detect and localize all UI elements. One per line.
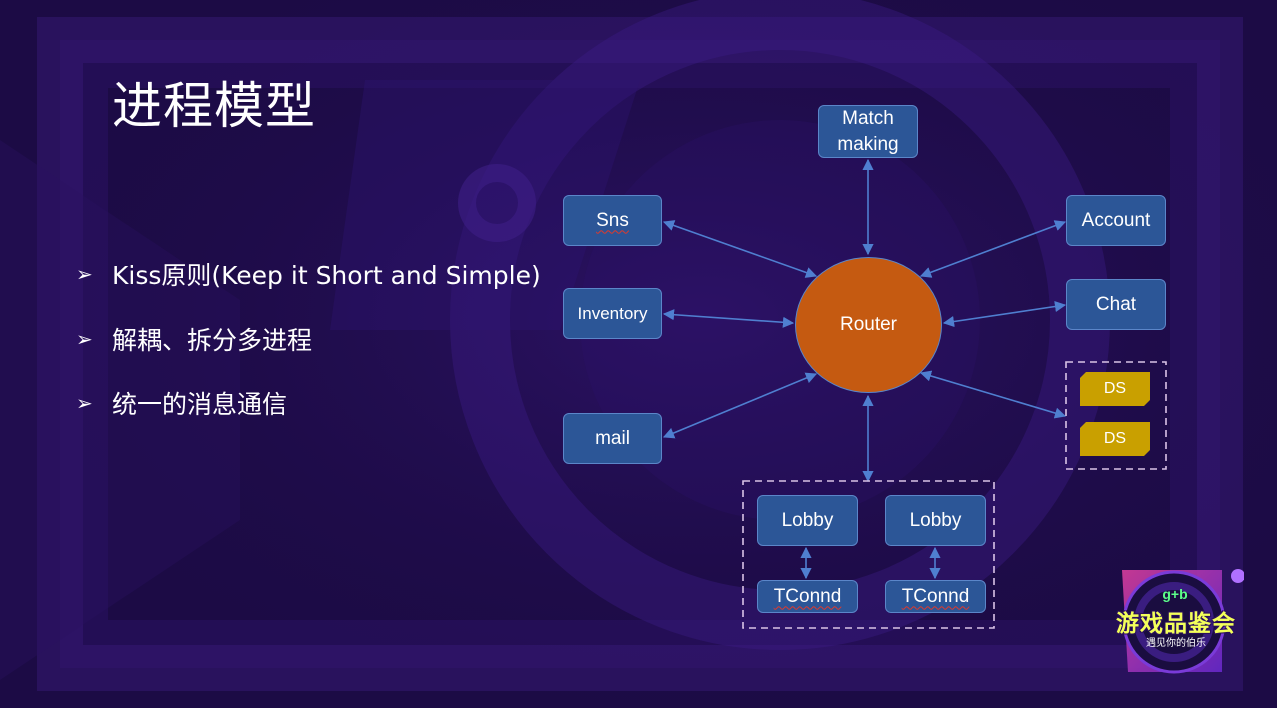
node-chat[interactable]: Chat <box>1066 279 1166 330</box>
bullet-list: ➢ Kiss原则(Keep it Short and Simple) ➢ 解耦、… <box>76 256 541 450</box>
arrow-bullet-icon: ➢ <box>76 262 93 286</box>
bullet-text: 统一的消息通信 <box>112 390 288 419</box>
node-tconnd[interactable]: TConnd <box>885 580 986 613</box>
edge-sns-router <box>662 220 818 278</box>
node-mail[interactable]: mail <box>563 413 662 464</box>
logo-tagline: 遇见你的伯乐 <box>1146 638 1206 649</box>
arrow-bullet-icon: ➢ <box>76 326 93 351</box>
node-account[interactable]: Account <box>1066 195 1166 246</box>
edge-chat-router <box>942 300 1067 328</box>
lobby-group-border <box>742 480 995 629</box>
node-ds[interactable]: DS <box>1080 422 1150 456</box>
bullet-item: ➢ 解耦、拆分多进程 <box>76 321 541 357</box>
bullet-item: ➢ 统一的消息通信 <box>76 385 541 421</box>
logo-title: 游戏品鉴会 <box>1116 611 1236 637</box>
node-sns[interactable]: Sns <box>563 195 662 246</box>
bullet-text: Kiss原则(Keep it Short and Simple) <box>112 261 541 290</box>
edge-mail-router <box>662 372 818 439</box>
edge-inventory-router <box>662 309 795 328</box>
bullet-item: ➢ Kiss原则(Keep it Short and Simple) <box>76 256 541 292</box>
logo-badge: g+b <box>1162 586 1188 602</box>
bullet-text: 解耦、拆分多进程 <box>112 325 313 355</box>
node-tconnd[interactable]: TConnd <box>757 580 858 613</box>
arrow-bullet-icon: ➢ <box>76 391 93 415</box>
node-lobby[interactable]: Lobby <box>757 495 858 546</box>
node-label: TConnd <box>901 585 970 607</box>
node-lobby[interactable]: Lobby <box>885 495 986 546</box>
node-label: Sns <box>596 209 629 231</box>
node-matchmaking[interactable]: Match making <box>818 105 918 158</box>
node-router[interactable]: Router <box>795 257 942 393</box>
edge-account-router <box>919 220 1067 278</box>
ds-group-border <box>1065 361 1167 470</box>
node-ds[interactable]: DS <box>1080 372 1150 406</box>
gamejam-logo-icon <box>1122 569 1244 674</box>
node-inventory[interactable]: Inventory <box>563 288 662 339</box>
edge-ds-router <box>919 370 1067 419</box>
slide-title: 进程模型 <box>112 77 316 135</box>
node-label: TConnd <box>773 585 842 607</box>
